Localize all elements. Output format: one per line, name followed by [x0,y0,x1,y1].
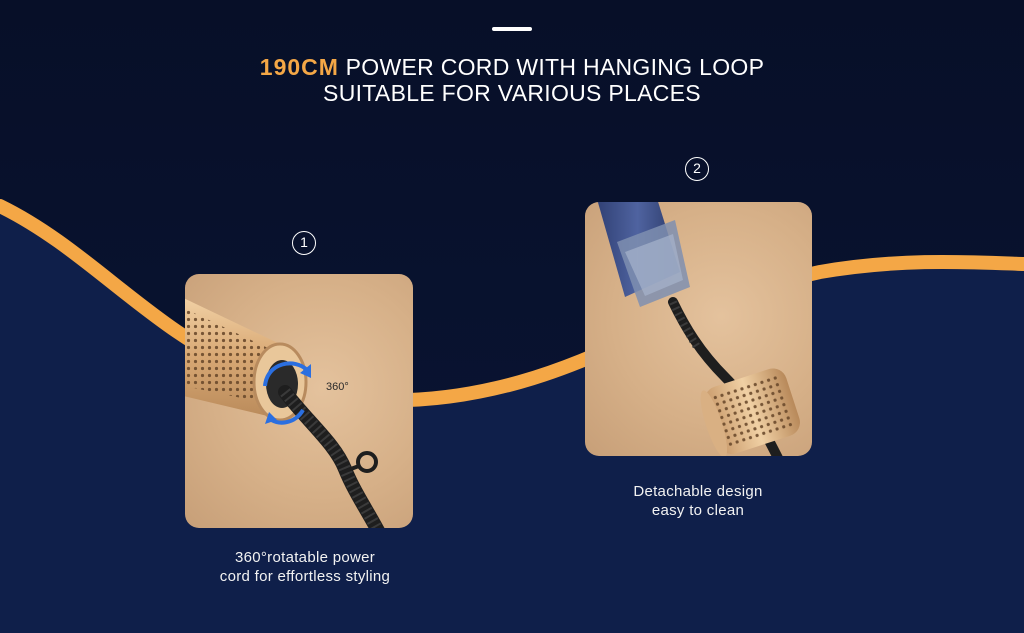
detachable-design-illustration [597,202,800,456]
feature-caption: Detachable design easy to clean [578,482,818,520]
top-indicator-bar [492,27,532,31]
detached-barrel-shape [700,368,800,456]
feature-number-badge: 1 [292,231,316,255]
feature-caption-line2: cord for effortless styling [219,568,391,585]
rotation-arrow-icon [263,361,309,387]
feature-caption-line1: 360°rotatable power [234,549,376,566]
headline-line1: 190CM POWER CORD WITH HANGING LOOP [0,54,1024,80]
orange-wave-line [0,199,1024,408]
feature-caption: 360°rotatable power cord for effortless … [185,548,425,586]
headline-line2: SUITABLE FOR VARIOUS PLACES [323,80,701,106]
rotation-degree-label: 360° [326,381,349,393]
page-headline: 190CM POWER CORD WITH HANGING LOOP SUITA… [0,54,1024,106]
feature-caption-line1: Detachable design [633,483,763,500]
feature-image-card [585,202,812,456]
feature-image-card: 360° [185,274,413,528]
feature-caption-line2: easy to clean [651,502,745,519]
hanging-loop-shape [356,451,378,473]
headline-accent: 190CM [259,54,339,80]
feature-number-badge: 2 [685,157,709,181]
rotatable-cord-illustration: 360° [185,298,385,528]
headline-line1-text: POWER CORD WITH HANGING LOOP [338,54,765,80]
